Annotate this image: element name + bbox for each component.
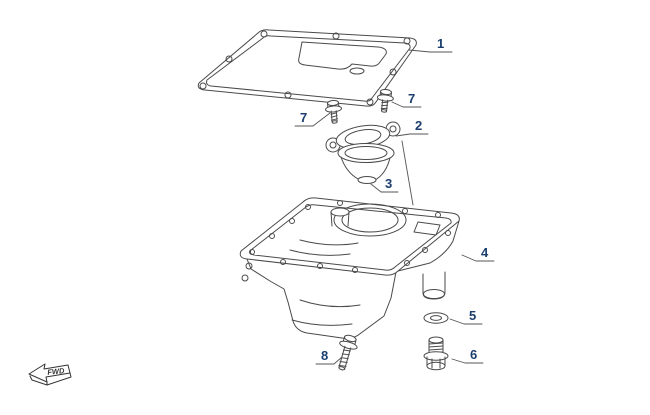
callout-1-gasket[interactable]: 1: [437, 36, 445, 51]
callout-3-oil-strainer[interactable]: 3: [385, 176, 393, 191]
oil-strainer-part: [337, 143, 395, 184]
oil-pan-part: [239, 197, 460, 339]
flange-bolt-right-part: [376, 88, 394, 113]
leader-line-7-left: [294, 112, 331, 127]
fwd-label: FWD: [47, 366, 66, 377]
leader-line-2: [395, 133, 429, 137]
callout-7-flange-bolt-left[interactable]: 7: [300, 110, 308, 125]
callout-6-drain-bolt[interactable]: 6: [470, 347, 478, 362]
leader-line-7-right: [391, 101, 422, 108]
callout-4-oil-pan[interactable]: 4: [481, 245, 489, 260]
callout-8-mount-bolt[interactable]: 8: [321, 348, 329, 363]
flange-bolt-left-part: [325, 99, 342, 124]
leader-line-3: [370, 183, 399, 193]
callout-5-sealing-washer[interactable]: 5: [469, 308, 477, 323]
fwd-arrow: FWD: [28, 363, 72, 386]
mount-bolt-part: [338, 334, 358, 371]
leader-line-5: [449, 318, 483, 325]
sealing-washer-part: [423, 312, 449, 324]
leader-line-6: [451, 358, 484, 364]
leader-line-4: [461, 254, 495, 262]
gasket-part: [197, 29, 417, 107]
callout-2-strainer-plate[interactable]: 2: [415, 118, 423, 133]
leader-line-8: [315, 356, 343, 365]
assembly-axis-line: [401, 140, 414, 206]
leader-lines: [294, 49, 495, 365]
leader-line-1: [408, 49, 453, 53]
strainer-plate-part: [325, 121, 401, 153]
callout-7-flange-bolt-right[interactable]: 7: [408, 91, 416, 106]
drain-bolt-part: [423, 336, 449, 371]
